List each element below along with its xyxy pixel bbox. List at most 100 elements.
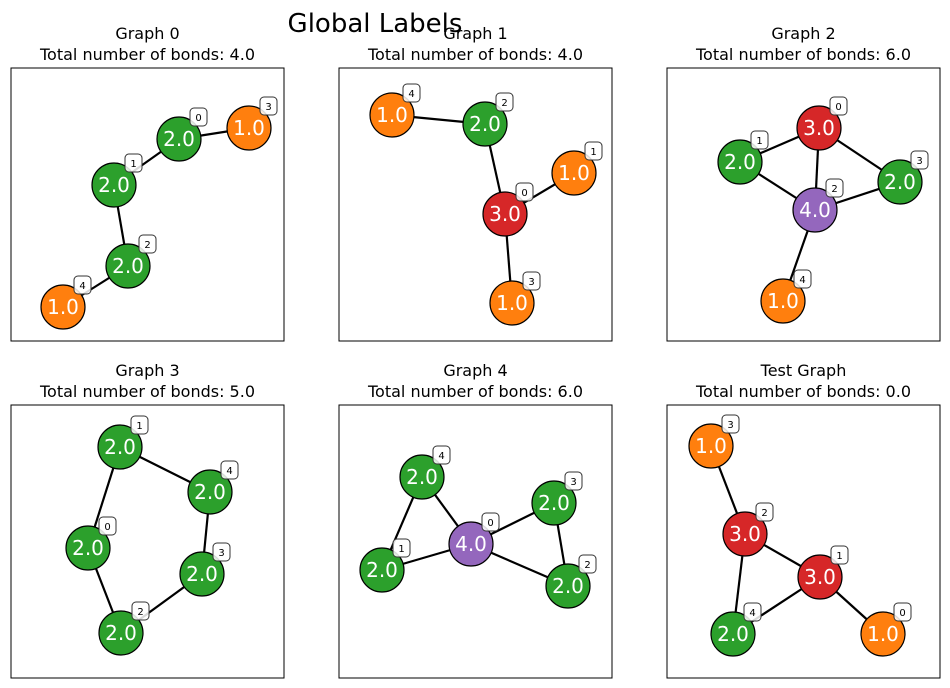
panel-frame xyxy=(338,67,613,342)
graph-node: 4.02 xyxy=(792,178,844,233)
node-id-badge xyxy=(564,471,583,491)
node-circle xyxy=(359,547,405,593)
graph-node: 2.03 xyxy=(179,542,231,597)
node-id-badge xyxy=(522,271,541,291)
graph-node: 1.04 xyxy=(40,275,92,330)
node-id-badge xyxy=(793,269,812,289)
node-circle xyxy=(722,511,768,557)
node-circle xyxy=(760,278,806,324)
node-id-badge xyxy=(138,234,157,254)
node-id-label: 3 xyxy=(727,420,733,431)
node-label: 2.0 xyxy=(112,254,144,278)
graph-node: 3.01 xyxy=(797,545,849,600)
node-id-label: 3 xyxy=(570,477,576,488)
graph-node: 2.01 xyxy=(97,415,149,470)
node-circle xyxy=(65,525,111,571)
graph-node: 2.01 xyxy=(91,153,143,208)
node-label: 3.0 xyxy=(804,565,836,589)
node-label: 3.0 xyxy=(489,202,521,226)
graph-node: 2.02 xyxy=(545,554,597,609)
node-id-badge xyxy=(495,92,514,112)
node-label: 2.0 xyxy=(186,562,218,586)
node-id-badge xyxy=(131,601,150,621)
node-id-badge xyxy=(130,415,149,435)
node-id-label: 3 xyxy=(218,548,224,559)
panel-subtitle: Total number of bonds: 0.0 xyxy=(695,382,911,401)
graph-node: 2.00 xyxy=(156,107,208,162)
graph-node: 1.00 xyxy=(860,602,912,657)
figure-suptitle: Global Labels xyxy=(288,9,463,39)
node-id-badge xyxy=(578,554,597,574)
panel-subtitle: Total number of bonds: 6.0 xyxy=(695,45,911,64)
node-circle xyxy=(97,424,143,470)
node-id-badge xyxy=(432,445,451,465)
node-id-label: 1 xyxy=(136,421,142,432)
node-label: 4.0 xyxy=(799,198,831,222)
node-circle xyxy=(40,284,86,330)
graph-node: 2.03 xyxy=(531,471,583,526)
node-label: 2.0 xyxy=(724,150,756,174)
node-id-label: 2 xyxy=(584,560,590,571)
panel-subtitle: Total number of bonds: 4.0 xyxy=(367,45,583,64)
node-id-badge xyxy=(584,141,603,161)
node-label: 2.0 xyxy=(717,622,749,646)
node-id-badge xyxy=(73,275,92,295)
node-id-label: 4 xyxy=(438,451,444,462)
graph-node: 3.00 xyxy=(796,96,848,151)
panel-title: Graph 4 xyxy=(443,361,507,380)
node-label: 2.0 xyxy=(469,112,501,136)
graph-node: 2.01 xyxy=(717,130,769,185)
node-label: 2.0 xyxy=(98,173,130,197)
node-id-badge xyxy=(721,414,740,434)
node-id-badge xyxy=(402,83,421,103)
graph-node: 3.00 xyxy=(482,182,534,237)
node-id-label: 3 xyxy=(528,277,534,288)
graph-node: 1.03 xyxy=(688,414,740,469)
node-label: 4.0 xyxy=(455,532,487,556)
node-id-badge xyxy=(212,542,231,562)
node-circle xyxy=(792,187,838,233)
graph-node: 2.04 xyxy=(399,445,451,500)
node-id-label: 0 xyxy=(521,188,527,199)
node-label: 2.0 xyxy=(105,621,137,645)
node-circle xyxy=(545,563,591,609)
node-id-badge xyxy=(755,502,774,522)
panel-frame xyxy=(666,404,941,679)
node-id-label: 0 xyxy=(835,102,841,113)
panel-subtitle: Total number of bonds: 4.0 xyxy=(39,45,255,64)
graph-node: 1.03 xyxy=(226,96,278,151)
panel-title: Test Graph xyxy=(760,361,847,380)
node-id-label: 0 xyxy=(104,522,110,533)
panel-frame xyxy=(338,404,613,679)
node-label: 1.0 xyxy=(376,103,408,127)
graph-node: 1.04 xyxy=(369,83,421,138)
panel-title: Graph 3 xyxy=(115,361,179,380)
node-id-badge xyxy=(189,107,208,127)
node-circle xyxy=(156,116,202,162)
node-circle xyxy=(489,280,535,326)
node-label: 1.0 xyxy=(496,291,528,315)
node-id-label: 0 xyxy=(487,518,493,529)
node-circle xyxy=(531,480,577,526)
node-circle xyxy=(877,159,923,205)
node-label: 2.0 xyxy=(366,558,398,582)
node-label: 2.0 xyxy=(104,435,136,459)
node-label: 1.0 xyxy=(233,116,265,140)
node-id-label: 4 xyxy=(799,275,805,286)
node-circle xyxy=(860,611,906,657)
node-id-label: 1 xyxy=(398,544,404,555)
graph-node: 2.03 xyxy=(877,150,929,205)
node-label: 1.0 xyxy=(867,622,899,646)
node-circle xyxy=(797,554,843,600)
node-id-label: 2 xyxy=(501,98,507,109)
panel-title: Graph 0 xyxy=(115,24,179,43)
node-id-badge xyxy=(124,153,143,173)
node-circle xyxy=(98,610,144,656)
node-label: 1.0 xyxy=(695,434,727,458)
node-id-badge xyxy=(515,182,534,202)
panel-frame xyxy=(10,67,285,342)
